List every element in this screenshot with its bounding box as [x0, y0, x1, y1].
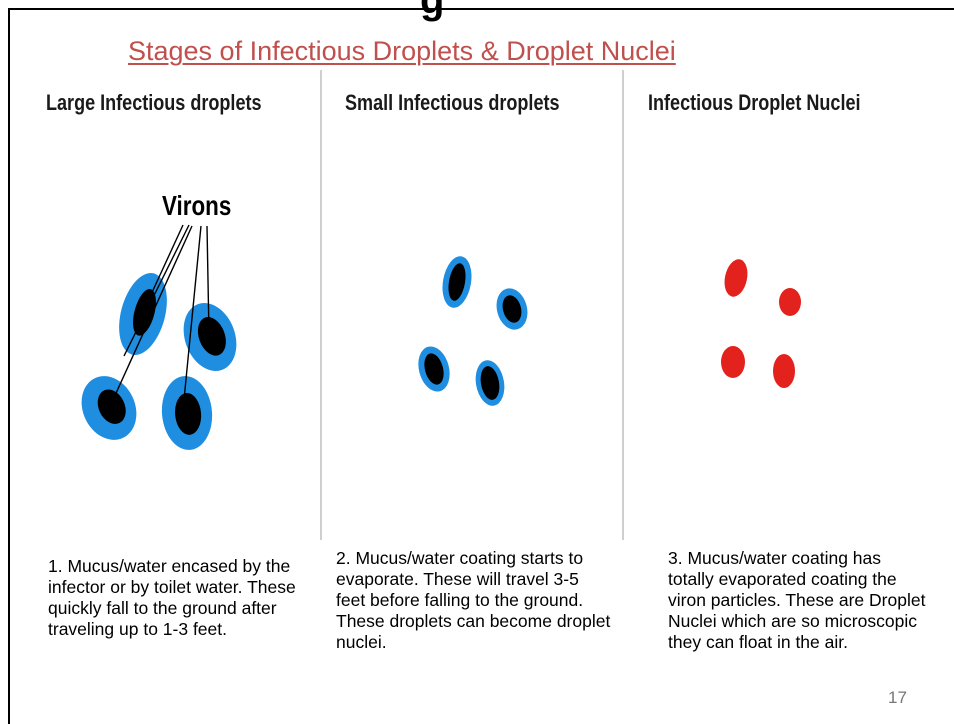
small-droplet	[472, 358, 508, 408]
large-droplet	[175, 296, 246, 379]
large-droplets-illustration	[0, 0, 320, 520]
droplet-nucleus	[721, 346, 745, 378]
description-droplet-nuclei: 3. Mucus/water coating has totally evapo…	[668, 548, 928, 653]
droplet-nuclei-illustration	[622, 0, 922, 520]
small-droplet	[492, 285, 532, 333]
description-large-droplets: 1. Mucus/water encased by the infector o…	[48, 556, 310, 640]
large-droplet	[71, 367, 146, 449]
droplet-nucleus	[721, 257, 750, 299]
small-droplets-illustration	[320, 0, 622, 520]
droplet-nucleus	[773, 354, 795, 388]
page-number: 17	[888, 688, 907, 708]
droplet-nucleus	[779, 288, 801, 316]
large-droplet	[111, 268, 175, 361]
large-droplet	[159, 374, 215, 452]
description-small-droplets: 2. Mucus/water coating starts to evapora…	[336, 548, 612, 653]
small-droplet	[414, 343, 455, 395]
small-droplet	[439, 254, 476, 310]
